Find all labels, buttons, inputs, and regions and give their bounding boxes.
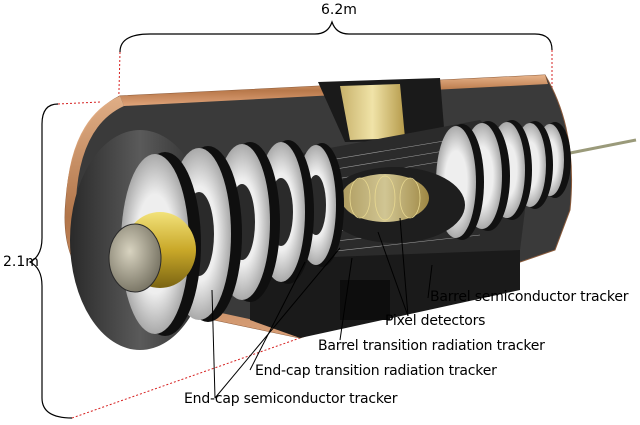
diameter-guide-lines xyxy=(57,101,301,419)
label-barrel-trt: Barrel transition radiation tracker xyxy=(318,338,545,354)
label-barrel-sct: Barrel semiconductor tracker xyxy=(430,289,629,305)
pixel-detector-barrel xyxy=(341,174,429,222)
front-beam-cap xyxy=(108,223,162,293)
label-leader-lines xyxy=(211,217,433,399)
lower-module-block xyxy=(340,280,390,320)
label-endcap-sct: End-cap semiconductor tracker xyxy=(184,391,398,407)
length-dimension-label: 6.2m xyxy=(321,2,357,18)
diameter-dimension-label: 2.1m xyxy=(3,254,39,270)
top-gold-module xyxy=(340,84,405,140)
pixel-detector-rings xyxy=(349,175,421,221)
label-endcap-trt: End-cap transition radiation tracker xyxy=(255,363,497,379)
length-guide-lines xyxy=(117,50,553,129)
diameter-brace xyxy=(28,103,73,419)
length-brace xyxy=(119,20,553,53)
front-endcap-disks xyxy=(121,140,344,336)
beam-pipe-extension xyxy=(559,138,637,157)
label-pixel-detectors: Pixel detectors xyxy=(385,313,486,329)
